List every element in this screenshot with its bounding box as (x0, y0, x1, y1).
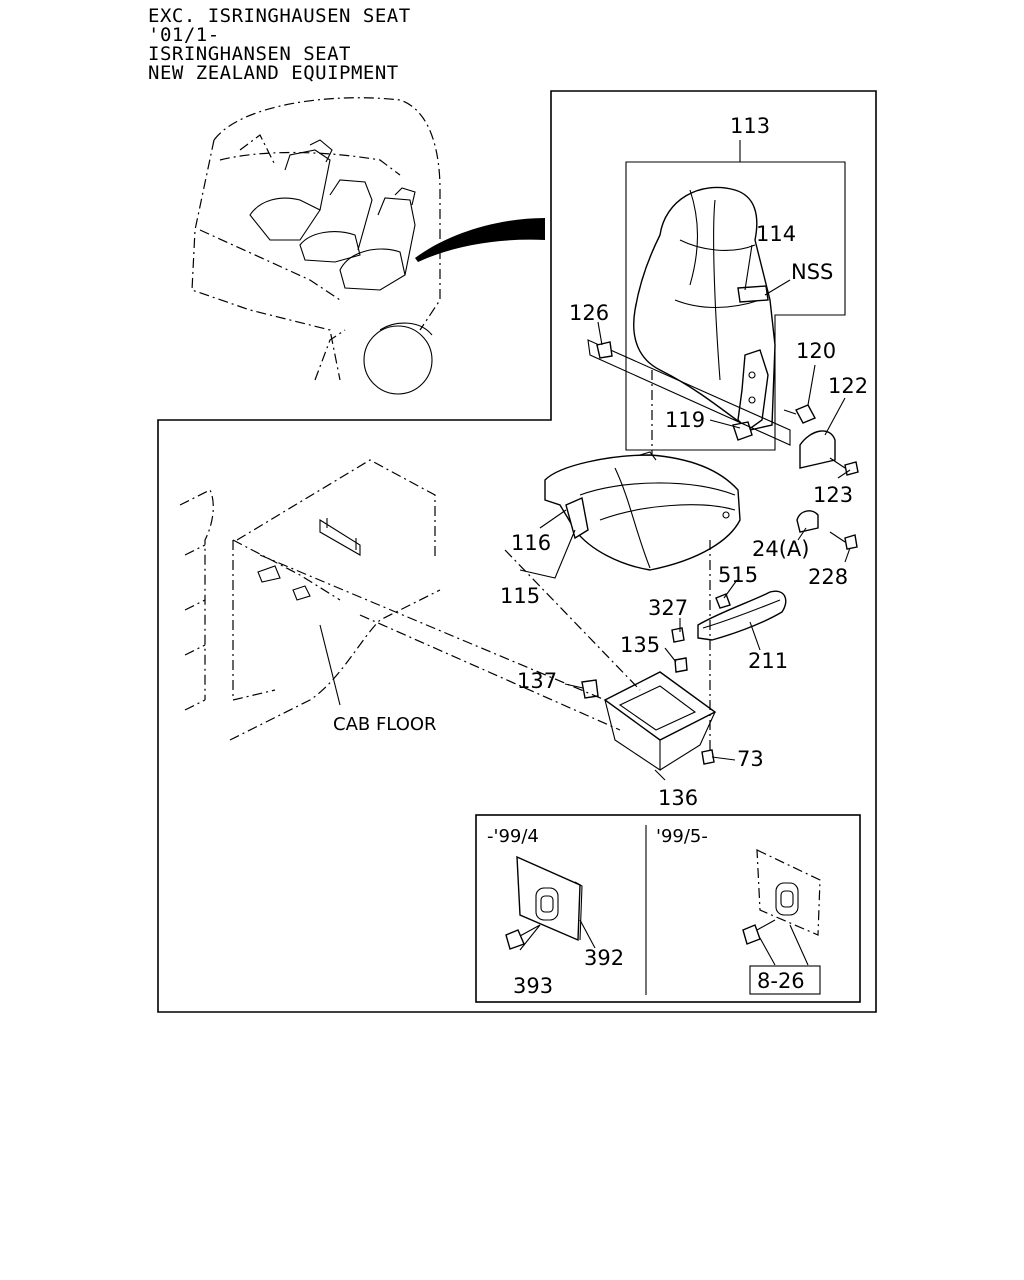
seatback-callout-box (625, 161, 846, 451)
inset-ref-8-26: 8-26 (757, 969, 805, 993)
callout-123: 123 (813, 483, 853, 507)
side-parts (783, 404, 859, 550)
main-frame (157, 90, 877, 1013)
header-line-2: '01/1- (148, 24, 220, 46)
header-line-1: EXC. ISRINGHAUSEN SEAT (148, 5, 411, 27)
callout-115: 115 (500, 584, 540, 608)
callout-211: 211 (748, 649, 788, 673)
callout-113: 113 (730, 114, 770, 138)
callout-135: 135 (620, 633, 660, 657)
cab-floor-illustration (179, 459, 441, 741)
bracket-126-plate (587, 339, 791, 446)
header-block: EXC. ISRINGHAUSEN SEAT '01/1- ISRINGHANS… (148, 5, 411, 84)
seat-riser-136 (581, 627, 717, 772)
cab-overview-illustration (191, 97, 545, 395)
leader-lines (259, 140, 851, 781)
variant-inset: -'99/4 '99/5- 392 393 8-26 (475, 814, 861, 1003)
callout-515: 515 (718, 563, 758, 587)
inset-right-range: '99/5- (656, 826, 708, 847)
callout-116: 116 (511, 531, 551, 555)
seat-cushion-illustration (544, 451, 741, 571)
callout-nss: NSS (791, 260, 833, 284)
inset-callout-393: 393 (513, 974, 553, 998)
callout-119: 119 (665, 408, 705, 432)
callout-122: 122 (828, 374, 868, 398)
callout-cab-floor: CAB FLOOR (333, 714, 437, 735)
inset-left-range: -'99/4 (487, 826, 539, 847)
inset-callout-392: 392 (584, 946, 624, 970)
callout-136: 136 (658, 786, 698, 810)
header-line-4: NEW ZEALAND EQUIPMENT (148, 62, 399, 84)
header-line-3: ISRINGHANSEN SEAT (148, 43, 351, 65)
callout-120: 120 (796, 339, 836, 363)
callout-327: 327 (648, 596, 688, 620)
callout-126: 126 (569, 301, 609, 325)
armrest-211 (697, 590, 787, 641)
callout-24a: 24(A) (752, 537, 809, 561)
callout-labels: 113 114 NSS 126 120 122 119 123 24(A) 22… (333, 114, 868, 810)
callout-137: 137 (517, 669, 557, 693)
callout-73: 73 (737, 747, 764, 771)
callout-228: 228 (808, 565, 848, 589)
seat-back-illustration (633, 186, 776, 441)
callout-114: 114 (756, 222, 796, 246)
